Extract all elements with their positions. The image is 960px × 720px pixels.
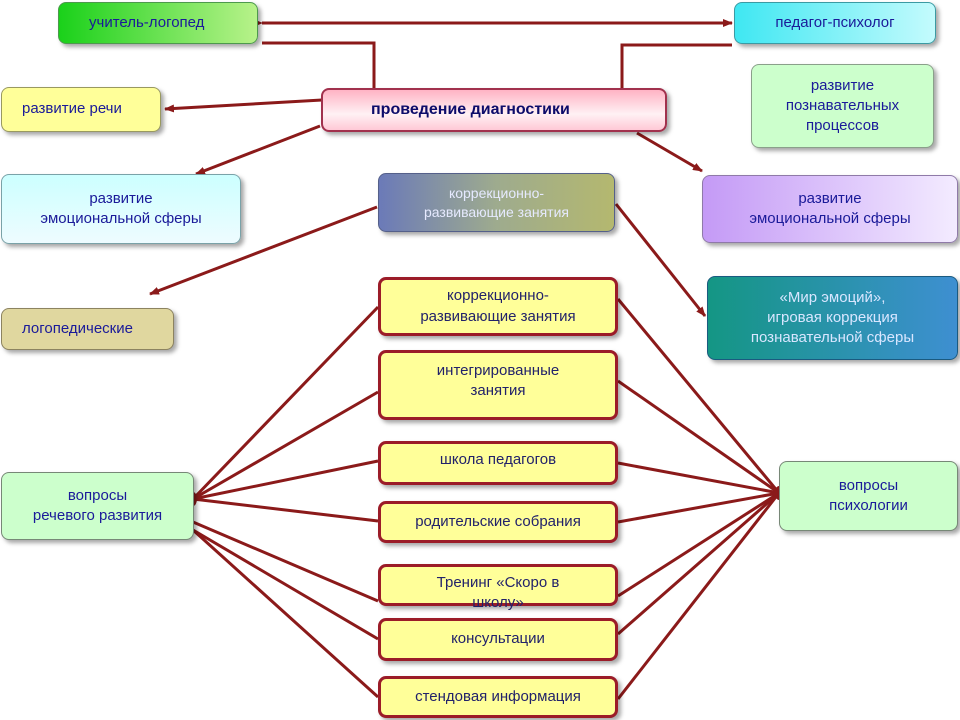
psychologist-node: педагог-психолог xyxy=(734,2,936,44)
psychology-questions-node: вопросы психологии xyxy=(779,461,958,531)
speech-hub-to-correction-line xyxy=(191,305,380,501)
speech-development-node: развитие речи xyxy=(1,87,161,132)
correction-classes-node: коррекционно- развивающие занятия xyxy=(378,277,618,336)
speech-hub-to-consult-line xyxy=(192,528,379,641)
integrated-classes-node: интегрированные занятия xyxy=(378,350,618,420)
psych-hub-to-school-line xyxy=(617,461,780,495)
correction-to-logopedic-arrow xyxy=(149,205,378,296)
therapist-to-diagnostics-connector xyxy=(262,41,376,92)
psych-hub-to-correction-line xyxy=(616,298,781,494)
psych-hub-to-consult-line xyxy=(617,491,780,636)
cognitive-development-node: развитие познавательных процессов xyxy=(751,64,934,148)
diagnostics-node: проведение диагностики xyxy=(321,88,667,132)
parent-meetings-node: родительские собрания xyxy=(378,501,618,543)
psych-hub-to-parents-line xyxy=(617,491,780,524)
diagnostics-to-emotional-right-arrow xyxy=(636,131,703,173)
diagnostics-to-emotional-left-arrow xyxy=(195,124,321,176)
speech-hub-to-integrated-line xyxy=(192,390,379,501)
psychologist-to-diagnostics-connector xyxy=(620,43,732,92)
psych-hub-to-integrated-line xyxy=(617,379,780,495)
logopedic-node: логопедические xyxy=(1,308,174,350)
speech-hub-to-parents-line xyxy=(192,497,379,523)
training-node: Тренинг «Скоро в школу» xyxy=(378,564,618,611)
speech-questions-node: вопросы речевого развития xyxy=(1,472,194,540)
stand-info-node: стендовая информация xyxy=(378,676,618,718)
psych-hub-to-stand-line xyxy=(616,492,781,700)
correction-to-emotions-world-arrow xyxy=(614,203,707,317)
diagnostics-to-speech-arrow xyxy=(164,98,323,113)
consultations-node: консультации xyxy=(378,618,618,661)
emotional-sphere-right-node: развитие эмоциональной сферы xyxy=(702,175,958,243)
speech-hub-to-school-line xyxy=(192,459,379,501)
teachers-school-node: школа педагогов xyxy=(378,441,618,485)
psych-hub-to-training-line xyxy=(617,491,780,598)
speech-hub-to-training-line xyxy=(192,520,379,603)
emotional-sphere-left-node: развитие эмоциональной сферы xyxy=(1,174,241,244)
speech-hub-to-stand-line xyxy=(191,528,380,699)
correction-development-top-node: коррекционно- развивающие занятия xyxy=(378,173,615,232)
speech-therapist-node: учитель-логопед xyxy=(58,2,258,44)
emotions-world-node: «Мир эмоций», игровая коррекция познават… xyxy=(707,276,958,360)
